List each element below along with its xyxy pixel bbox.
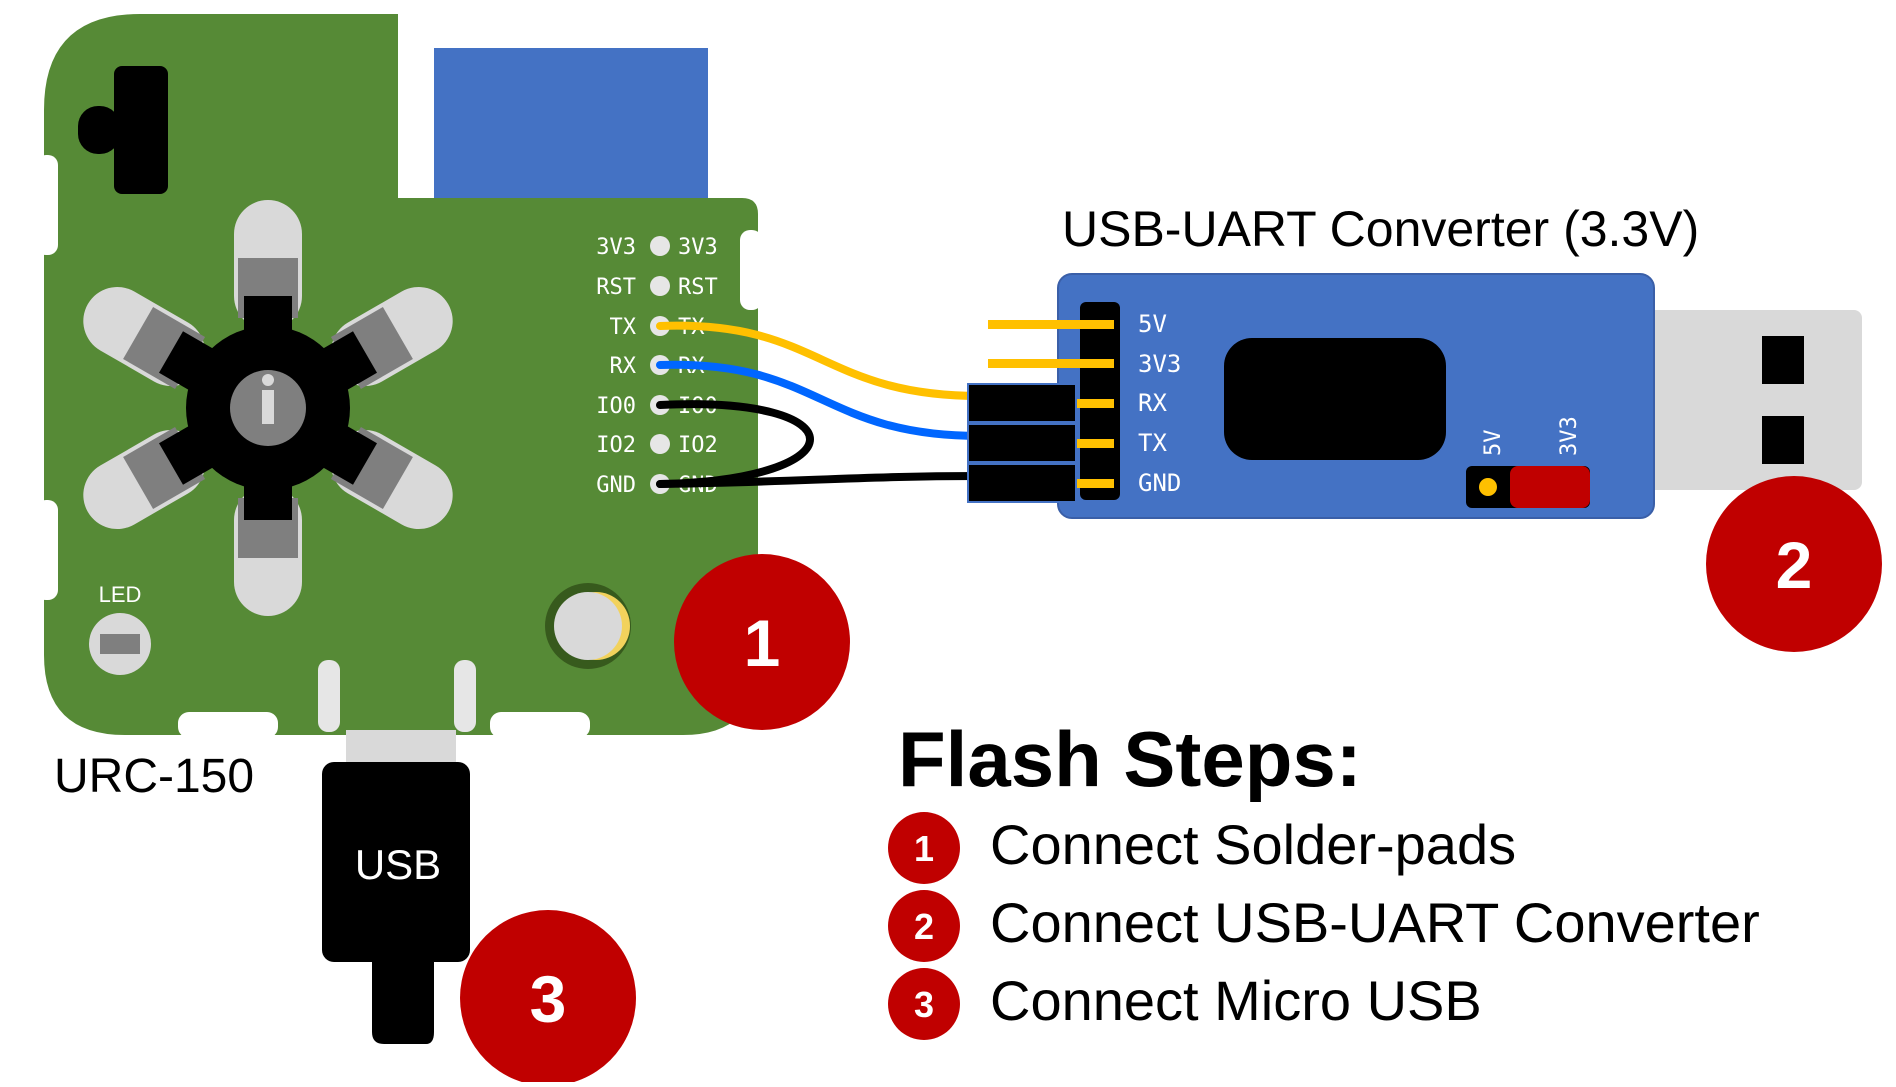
- pcb-notch: [490, 712, 590, 738]
- jumper-label-3v3: 3V3: [1557, 416, 1582, 456]
- step-1-number: 1: [914, 828, 934, 869]
- wire-rx: [656, 360, 984, 440]
- converter-pin-label: RX: [1138, 389, 1167, 417]
- step-3-text: Connect Micro USB: [990, 969, 1482, 1032]
- marker-3-circle: [460, 910, 636, 1086]
- step-2-text: Connect USB-UART Converter: [990, 891, 1760, 954]
- usb-a-hole: [1762, 336, 1804, 384]
- marker-1-circle: [674, 554, 850, 730]
- led-label: LED: [99, 582, 142, 607]
- step-2-badge: [888, 890, 960, 962]
- jumper-cap: [1510, 466, 1590, 508]
- step-3-number: 3: [914, 984, 934, 1025]
- light-sensor-icon: [554, 592, 622, 660]
- pin-stub: [1070, 479, 1114, 488]
- step-markers: 1 2 3: [460, 476, 1882, 1086]
- step-3-badge: [888, 968, 960, 1040]
- pad-label-left: 3V3: [596, 235, 636, 260]
- dupont-connector-gnd: [967, 463, 1077, 503]
- step-2-number: 2: [914, 906, 934, 947]
- solder-pad: [650, 236, 670, 256]
- wire-tx: [656, 321, 984, 400]
- pcb-notch: [178, 712, 278, 738]
- ir-led-cluster: [83, 200, 453, 616]
- dupont-connector-tx: [967, 383, 1077, 423]
- flash-steps: Flash Steps: 1 Connect Solder-pads 2 Con…: [888, 715, 1760, 1040]
- pad-label-right: RST: [678, 275, 718, 300]
- pad-label-left: RST: [596, 275, 636, 300]
- wire-io0-gnd: [656, 400, 814, 488]
- pcb-notch: [36, 155, 58, 255]
- converter-title: USB-UART Converter (3.3V): [1062, 201, 1699, 257]
- converter-pin-label: 5V: [1138, 310, 1167, 338]
- marker-2-label: 2: [1776, 528, 1813, 602]
- solder-pad: [650, 434, 670, 454]
- step-1-badge: [888, 812, 960, 884]
- reset-button: [114, 66, 168, 194]
- pad-label-left: GND: [596, 473, 636, 498]
- wire-gnd: [656, 472, 984, 488]
- blue-module: [434, 48, 708, 213]
- converter-pin-label: TX: [1138, 429, 1167, 457]
- usb-plug: [322, 762, 470, 962]
- jumper-label-5v: 5V: [1481, 430, 1506, 457]
- marker-2-circle: [1706, 476, 1882, 652]
- marker-1-label: 1: [744, 606, 781, 680]
- reset-button-side: [78, 106, 120, 154]
- pin-stub: [988, 359, 1114, 368]
- board-name: URC-150: [54, 750, 254, 803]
- dupont-connector-rx: [967, 423, 1077, 463]
- pad-label-left: IO2: [596, 433, 636, 458]
- solder-pad: [650, 276, 670, 296]
- pin-stub: [1070, 399, 1114, 408]
- pcb-notch: [318, 660, 340, 732]
- pcb-notch: [36, 500, 58, 600]
- step-1-text: Connect Solder-pads: [990, 813, 1516, 876]
- converter-pin-label: 3V3: [1138, 350, 1181, 378]
- wires: [656, 321, 984, 488]
- urc150-board: LED 3V3 RST TX RX IO0 IO2 GND 3V3 RST TX…: [36, 14, 762, 1044]
- pin-stub: [1070, 439, 1114, 448]
- pcb-body: [44, 14, 758, 735]
- usb-label: USB: [355, 841, 441, 888]
- steps-title: Flash Steps:: [898, 715, 1362, 803]
- converter-chip: [1224, 338, 1446, 460]
- usb-uart-converter: USB-UART Converter (3.3V) 5V 3V3 RX TX G…: [967, 201, 1862, 519]
- marker-3-label: 3: [530, 962, 567, 1036]
- pcb-notch: [740, 230, 762, 310]
- pad-label-left: IO0: [596, 394, 636, 419]
- pad-label-right: 3V3: [678, 235, 718, 260]
- pad-label-left: TX: [610, 315, 637, 340]
- pcb-notch: [454, 660, 476, 732]
- jumper-pin: [1479, 478, 1497, 496]
- pad-label-right: IO2: [678, 433, 718, 458]
- pad-label-left: RX: [610, 354, 637, 379]
- pin-stub: [988, 320, 1114, 329]
- usb-a-hole: [1762, 416, 1804, 464]
- converter-pin-label: GND: [1138, 469, 1181, 497]
- usb-cable: [372, 958, 434, 1044]
- status-led-die: [100, 634, 140, 654]
